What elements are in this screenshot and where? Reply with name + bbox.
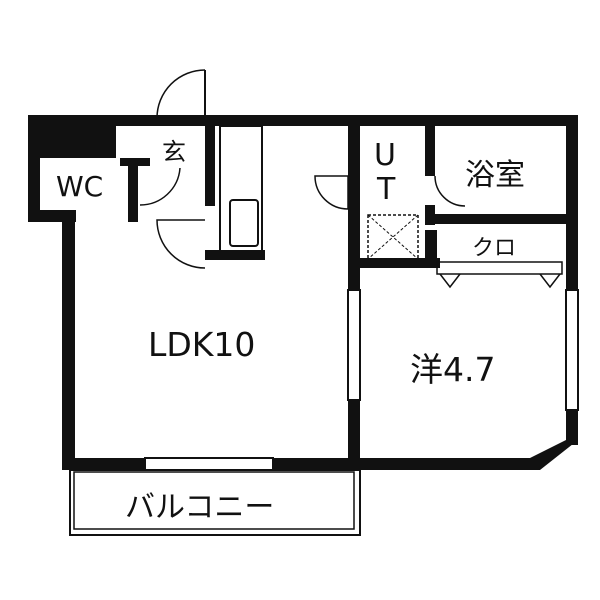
wc-label: WC (56, 170, 104, 203)
washer-pan (367, 214, 419, 260)
bath-label: 浴室 (465, 158, 525, 193)
closet-door-right (539, 273, 561, 289)
closet-rail (436, 261, 563, 275)
kitchen-sink (229, 199, 259, 247)
western-room-label: 洋4.7 (410, 350, 496, 389)
entrance-label: 玄 (162, 138, 186, 166)
closet-door-left (439, 273, 461, 289)
utility-label-u: U (374, 138, 396, 173)
balcony-label: バルコニー (125, 490, 275, 525)
bath-door (434, 175, 466, 207)
closet-label: クロ (472, 236, 517, 261)
ldk-label: LDK10 (148, 325, 256, 364)
utility-label-t: T (377, 172, 396, 207)
ldk-door (156, 219, 206, 269)
windows (144, 289, 579, 471)
kitchen-counter (219, 125, 263, 257)
wc-door (139, 167, 181, 206)
ut-door (314, 175, 349, 210)
entrance-door (156, 69, 206, 119)
balcony-railing-inner (73, 471, 355, 530)
corner-wall (530, 440, 578, 470)
